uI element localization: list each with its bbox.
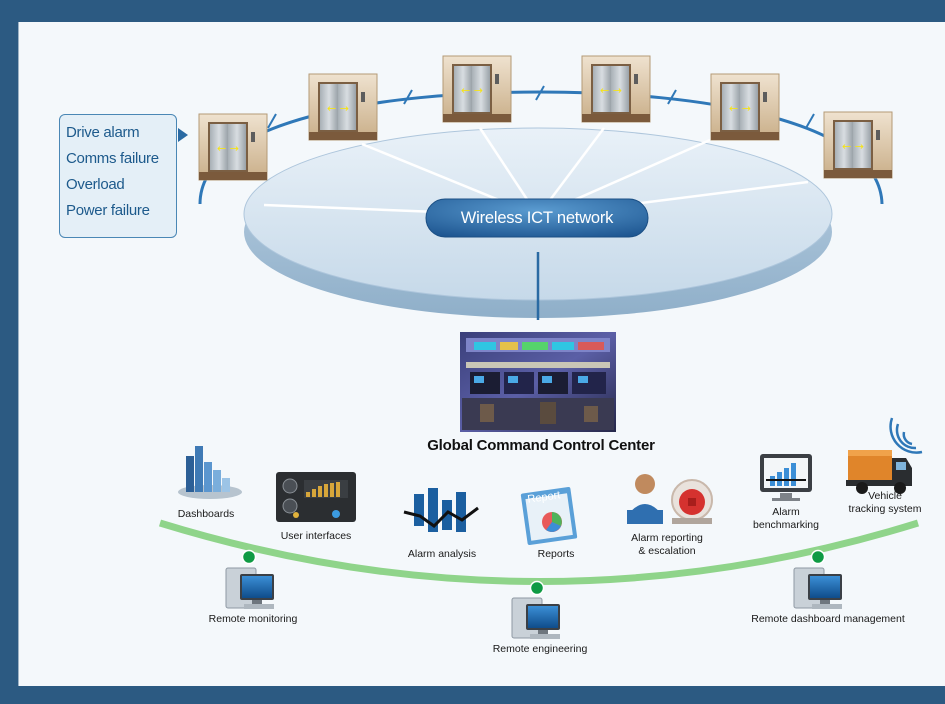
label-alarm-reporting-1: Alarm reporting <box>631 532 703 544</box>
control-room-photo <box>460 332 616 432</box>
alarm-item-drive: Drive alarm <box>66 124 140 141</box>
elevator-doors-icon: ← → <box>823 111 893 179</box>
monitor-chart-icon <box>760 454 812 501</box>
alarm-types-panel: Drive alarm Comms failure Overload Power… <box>59 114 177 238</box>
remote-node-3 <box>810 549 826 565</box>
label-alarm-reporting-2: & escalation <box>638 545 696 557</box>
label-vehicle-tracking-2: tracking system <box>848 503 922 515</box>
label-dashboards: Dashboards <box>177 508 235 520</box>
truck-signal-icon <box>846 417 923 494</box>
alarm-item-overload: Overload <box>66 176 125 193</box>
remote-node-2 <box>529 580 545 596</box>
control-center-title: Global Command Control Center <box>427 437 655 454</box>
label-vehicle-tracking-1: Vehicle <box>868 490 902 502</box>
alarm-pointer <box>178 128 188 142</box>
label-alarm-benchmarking-1: Alarm <box>772 506 800 518</box>
computer-icon <box>225 567 274 609</box>
network-pill <box>425 198 649 238</box>
svg-text:Report: Report <box>527 489 561 505</box>
elevator-doors-icon: ← → <box>198 113 268 181</box>
operator-alarm-bell-icon <box>627 474 713 524</box>
label-alarm-analysis: Alarm analysis <box>407 548 477 560</box>
elevator-doors-icon: ← → <box>442 55 512 123</box>
svg-text:← →: ← → <box>600 84 622 97</box>
bar-chart-3d-icon <box>178 446 242 499</box>
alarm-item-comms: Comms failure <box>66 150 159 167</box>
label-remote-monitoring: Remote monitoring <box>208 613 298 625</box>
label-user-interfaces: User interfaces <box>280 530 352 542</box>
computer-group <box>225 567 842 639</box>
label-remote-dashboard-management: Remote dashboard management <box>751 613 905 625</box>
label-reports: Reports <box>537 548 575 560</box>
panel-left-border <box>18 22 19 686</box>
remote-node-1 <box>241 549 257 565</box>
svg-text:← →: ← → <box>217 142 239 155</box>
network-label: Wireless ICT network <box>460 209 614 227</box>
computer-icon <box>511 597 560 639</box>
elevator-doors-icon: ← → <box>581 55 651 123</box>
alarm-item-power: Power failure <box>66 202 150 219</box>
svg-text:← →: ← → <box>729 102 751 115</box>
label-alarm-benchmarking-2: benchmarking <box>753 519 819 531</box>
computer-icon <box>793 567 842 609</box>
label-remote-engineering: Remote engineering <box>492 643 588 655</box>
svg-text:← →: ← → <box>461 84 483 97</box>
ring-break-marks <box>267 85 815 129</box>
waveform-bars-icon <box>403 488 479 532</box>
svg-text:← →: ← → <box>842 140 864 153</box>
elevator-group: ← → ← → ← → ← → ← → ← → <box>198 55 893 181</box>
elevator-doors-icon: ← → <box>710 73 780 141</box>
elevator-doors-icon: ← → <box>308 73 378 141</box>
gauge-panel-icon <box>276 472 356 522</box>
svg-text:← →: ← → <box>327 102 349 115</box>
report-document-icon: Report <box>520 487 578 545</box>
